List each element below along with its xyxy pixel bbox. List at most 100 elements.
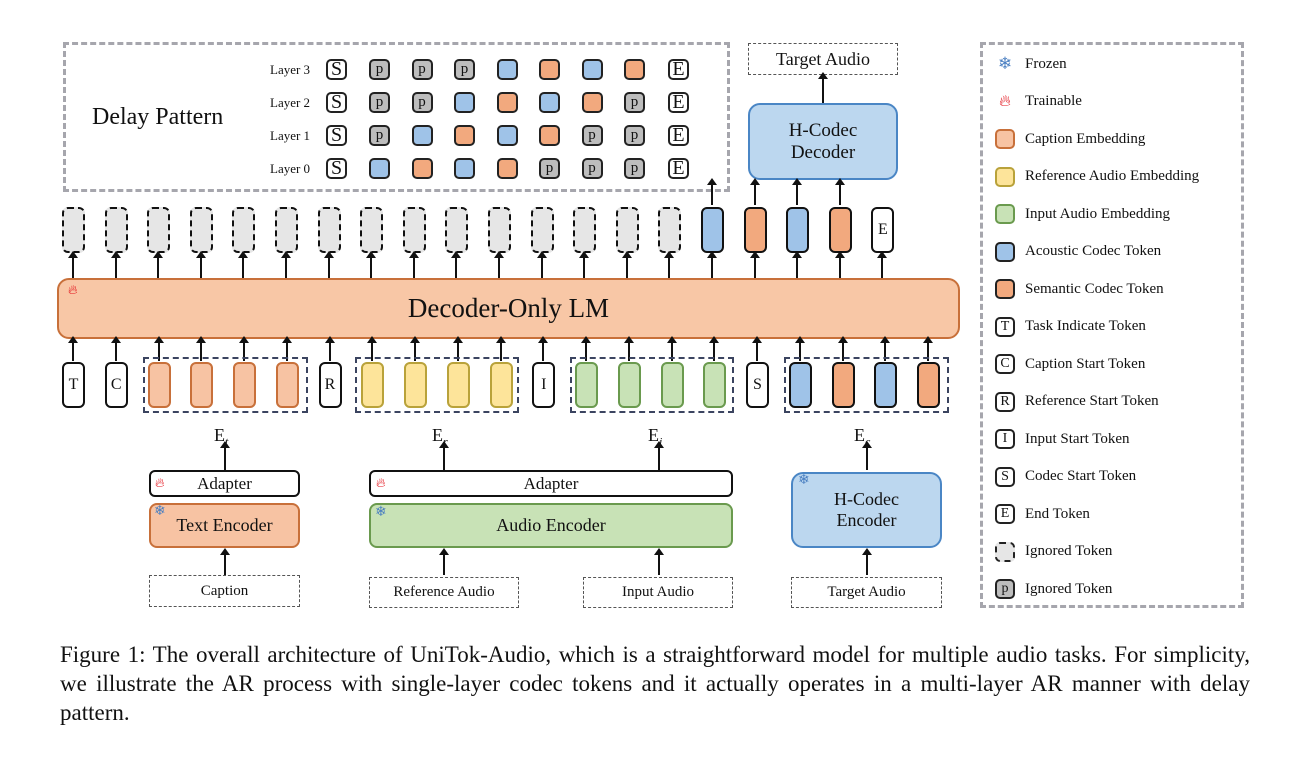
pad-token: p bbox=[454, 59, 475, 80]
reference-audio-input: Reference Audio bbox=[369, 577, 519, 608]
arrow bbox=[749, 251, 760, 278]
legend-swatch: I bbox=[995, 429, 1015, 449]
codec-start-token: S bbox=[326, 157, 347, 179]
legend-swatch: R bbox=[995, 391, 1015, 412]
arrow bbox=[451, 251, 462, 278]
hcodec-encoder-block: H-Codec Encoder bbox=[791, 472, 942, 548]
text-encoder-block: Text Encoder bbox=[149, 503, 300, 548]
legend-label: Task Indicate Token bbox=[1025, 318, 1146, 334]
semantic-codec-token bbox=[624, 59, 645, 80]
delay-pattern-panel bbox=[63, 42, 730, 192]
caption-embedding-token bbox=[147, 362, 171, 408]
ignored-token bbox=[232, 207, 256, 253]
ignored-token bbox=[147, 207, 171, 253]
acoustic-codec-token bbox=[701, 207, 724, 253]
legend-swatch: C bbox=[995, 354, 1015, 374]
semantic-codec-token bbox=[828, 207, 852, 253]
hcodec-decoder-title-line2: Decoder bbox=[790, 141, 856, 163]
ignored-token bbox=[275, 207, 298, 253]
ignored-token bbox=[530, 207, 554, 253]
audio-adapter-block: Adapter bbox=[369, 470, 733, 497]
arrow bbox=[666, 336, 677, 361]
ignored-token bbox=[658, 207, 682, 253]
arrow bbox=[439, 441, 449, 470]
arrow bbox=[862, 441, 872, 470]
delay-pattern-layer-label: Layer 0 bbox=[270, 161, 311, 176]
arrow bbox=[579, 251, 590, 278]
arrow bbox=[834, 178, 845, 205]
pad-token: p bbox=[411, 59, 433, 80]
pad-token: p bbox=[624, 158, 645, 179]
arrow bbox=[834, 251, 845, 278]
reference-audio-embedding-token bbox=[361, 362, 385, 408]
arrow bbox=[752, 336, 762, 361]
acoustic-codec-token bbox=[874, 362, 898, 408]
semantic-codec-token bbox=[454, 125, 475, 146]
arrow bbox=[880, 336, 891, 361]
legend-item: Ignored Token bbox=[995, 540, 1112, 564]
ignored-token bbox=[445, 207, 469, 253]
legend-swatch bbox=[995, 241, 1015, 262]
legend-label: Reference Audio Embedding bbox=[1025, 168, 1200, 184]
flame-icon: 🔥︎ bbox=[68, 282, 78, 297]
legend-label: Frozen bbox=[1025, 55, 1067, 72]
reference-embedding-group bbox=[355, 357, 519, 413]
legend-item: Caption Embedding bbox=[995, 127, 1145, 151]
acoustic-codec-token bbox=[411, 125, 433, 146]
legend-item: T Task Indicate Token bbox=[995, 315, 1146, 339]
semantic-codec-token bbox=[496, 158, 518, 179]
arrow bbox=[623, 336, 634, 361]
arrow bbox=[153, 251, 164, 278]
task-indicate-token: T bbox=[62, 362, 85, 408]
codec-start-token: S bbox=[326, 58, 347, 80]
legend-swatch: T bbox=[995, 316, 1015, 337]
arrow bbox=[818, 72, 828, 103]
delay-pattern-layer-label: Layer 2 bbox=[270, 95, 311, 110]
arrow bbox=[196, 336, 207, 361]
target-audio-output: Target Audio bbox=[748, 43, 898, 75]
hcodec-decoder-title-line1: H-Codec bbox=[788, 119, 858, 141]
input-audio-embedding-token bbox=[575, 362, 598, 408]
legend-swatch bbox=[995, 204, 1015, 224]
text-adapter-block: Adapter bbox=[149, 470, 300, 497]
ignored-token bbox=[62, 207, 85, 253]
end-token: E bbox=[668, 157, 689, 179]
semantic-codec-token bbox=[411, 158, 433, 179]
snowflake-icon: ❄ bbox=[154, 504, 166, 519]
arrow bbox=[862, 548, 872, 575]
arrow bbox=[408, 251, 419, 278]
ignored-token bbox=[317, 207, 341, 253]
end-token: E bbox=[668, 124, 689, 146]
input-audio-input: Input Audio bbox=[583, 577, 733, 608]
delay-pattern-title: Delay Pattern bbox=[92, 104, 224, 130]
codec-start-token: S bbox=[326, 91, 347, 113]
arrow bbox=[452, 336, 463, 361]
legend-item: Acoustic Codec Token bbox=[995, 240, 1161, 264]
acoustic-codec-token bbox=[454, 158, 475, 179]
legend-label: Caption Embedding bbox=[1025, 130, 1146, 147]
arrow bbox=[323, 251, 334, 278]
ignored-token bbox=[488, 207, 511, 253]
caption-embedding-group bbox=[143, 357, 308, 413]
delay-pattern-layer-label: Layer 1 bbox=[270, 128, 311, 143]
decoder-only-lm-title: Decoder-Only LM bbox=[407, 293, 610, 323]
arrow bbox=[654, 441, 664, 470]
legend-swatch bbox=[995, 279, 1015, 299]
arrow bbox=[792, 178, 803, 205]
arrow bbox=[654, 548, 664, 575]
arrow bbox=[110, 336, 121, 361]
semantic-codec-token bbox=[539, 59, 560, 80]
arrow bbox=[794, 336, 805, 361]
input-start-token: I bbox=[532, 362, 556, 408]
legend-swatch bbox=[995, 541, 1015, 562]
semantic-codec-token bbox=[831, 362, 855, 408]
legend-label: Semantic Codec Token bbox=[1025, 280, 1164, 297]
pad-token: p bbox=[369, 59, 390, 80]
acoustic-codec-token bbox=[788, 362, 812, 408]
acoustic-codec-token bbox=[369, 158, 390, 179]
legend-swatch: S bbox=[995, 466, 1015, 487]
arrow bbox=[877, 251, 888, 278]
acoustic-codec-token bbox=[496, 125, 518, 146]
